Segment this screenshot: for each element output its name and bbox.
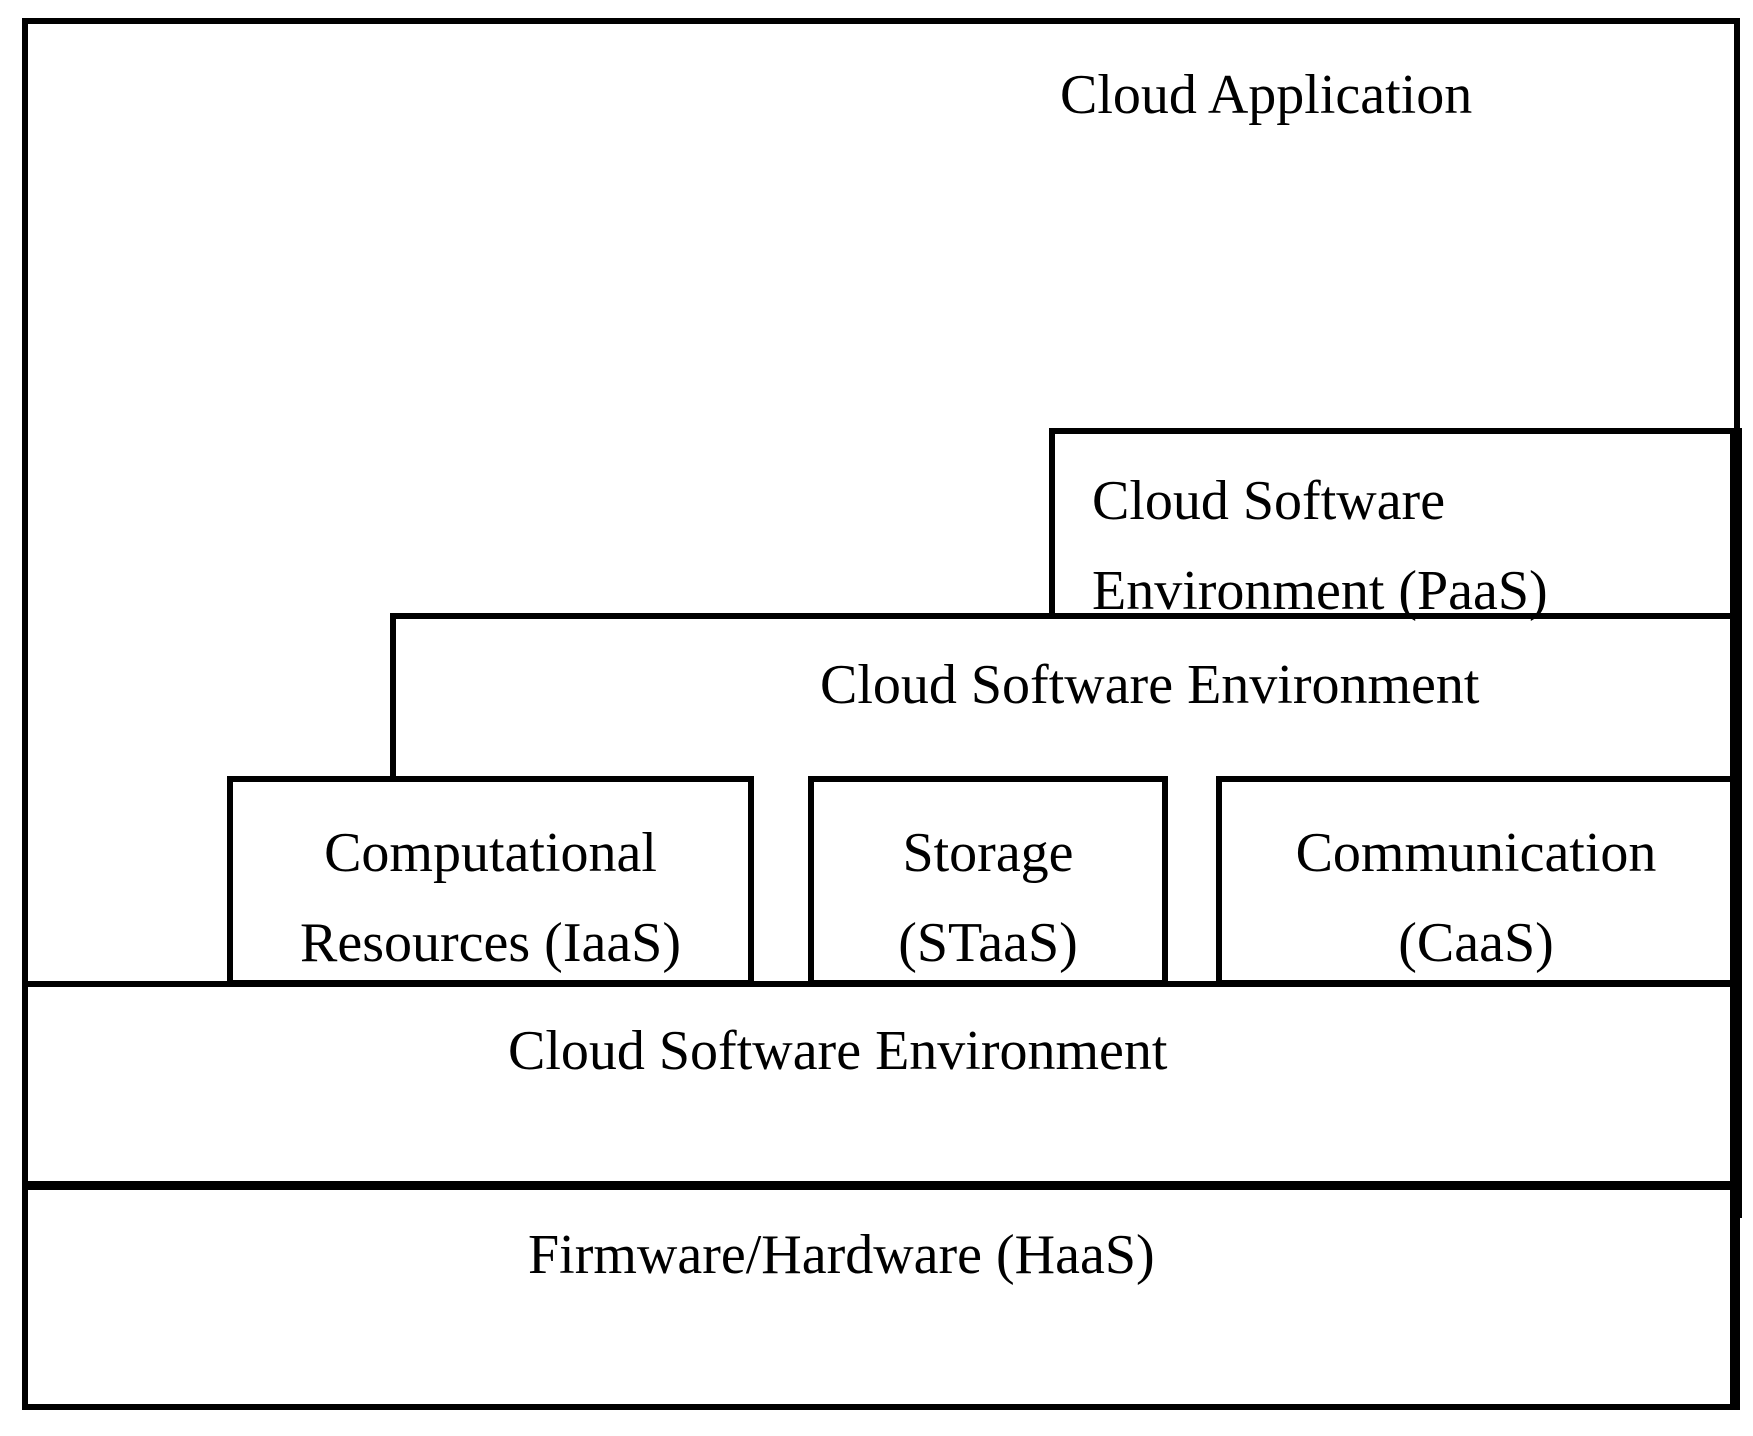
haas-label: Firmware/Hardware (HaaS) — [528, 1224, 1155, 1286]
paas-label: Cloud Software Environment (PaaS) — [1092, 456, 1712, 636]
middle-environment-label: Cloud Software Environment — [820, 654, 1480, 716]
caas-label-line1: Communication — [1295, 822, 1657, 884]
staas-label-line1: Storage — [902, 822, 1074, 884]
caas-label: Communication (CaaS) — [1216, 808, 1736, 988]
cloud-application-label: Cloud Application — [1060, 64, 1473, 126]
right-edge-line — [1736, 428, 1742, 1218]
cloud-software-environment-upper-layer — [390, 613, 1736, 793]
paas-label-line2: Environment (PaaS) — [1092, 560, 1548, 622]
iaas-label: Computational Resources (IaaS) — [227, 808, 754, 988]
staas-layer — [808, 776, 1168, 986]
iaas-label-line2: Resources (IaaS) — [300, 912, 681, 974]
staas-label-line2: (STaaS) — [898, 912, 1078, 974]
caas-label-line2: (CaaS) — [1398, 912, 1554, 974]
lower-environment-label: Cloud Software Environment — [508, 1020, 1168, 1082]
haas-layer — [22, 1184, 1736, 1410]
staas-label: Storage (STaaS) — [808, 808, 1168, 988]
iaas-label-line1: Computational — [324, 822, 657, 884]
paas-label-line1: Cloud Software — [1092, 470, 1446, 532]
cloud-software-environment-lower-layer — [22, 981, 1736, 1187]
caas-layer — [1216, 776, 1736, 986]
